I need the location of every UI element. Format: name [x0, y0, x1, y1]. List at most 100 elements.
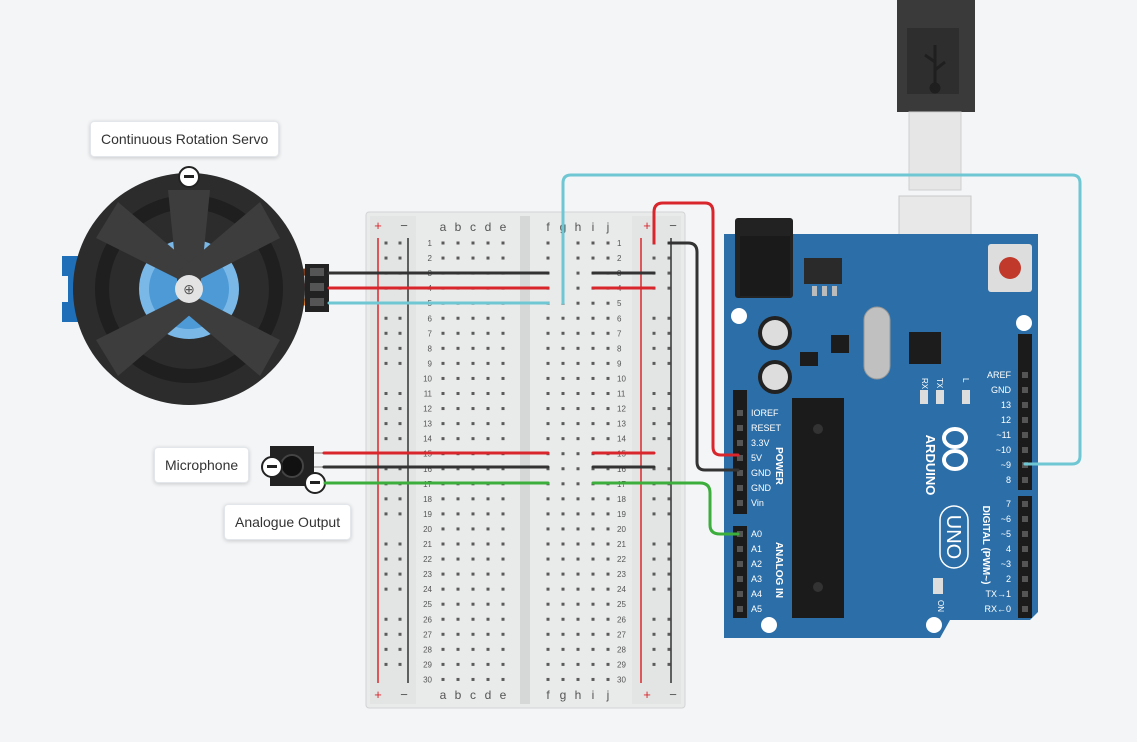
breadboard-hole[interactable] [486, 256, 490, 260]
breadboard-hole[interactable] [546, 241, 550, 245]
breadboard-hole[interactable] [606, 527, 610, 531]
breadboard-hole[interactable] [501, 587, 505, 591]
breadboard-hole[interactable] [486, 422, 490, 426]
rail-hole[interactable] [398, 617, 402, 621]
breadboard-hole[interactable] [546, 512, 550, 516]
breadboard-hole[interactable] [471, 662, 475, 666]
breadboard-hole[interactable] [576, 662, 580, 666]
breadboard-hole[interactable] [591, 662, 595, 666]
rail-hole[interactable] [398, 467, 402, 471]
breadboard-hole[interactable] [501, 557, 505, 561]
breadboard-hole[interactable] [486, 241, 490, 245]
breadboard-hole[interactable] [576, 376, 580, 380]
header-pin[interactable] [737, 455, 743, 461]
breadboard-hole[interactable] [576, 331, 580, 335]
breadboard-hole[interactable] [591, 422, 595, 426]
rail-hole[interactable] [398, 512, 402, 516]
breadboard-hole[interactable] [576, 497, 580, 501]
breadboard-hole[interactable] [606, 467, 610, 471]
rail-hole[interactable] [652, 497, 656, 501]
rail-hole[interactable] [652, 437, 656, 441]
header-pin[interactable] [1022, 432, 1028, 438]
breadboard-hole[interactable] [546, 331, 550, 335]
breadboard-hole[interactable] [591, 602, 595, 606]
breadboard-hole[interactable] [576, 557, 580, 561]
breadboard-hole[interactable] [546, 376, 550, 380]
rail-hole[interactable] [384, 467, 388, 471]
breadboard-hole[interactable] [576, 271, 580, 275]
breadboard-hole[interactable] [606, 241, 610, 245]
breadboard-hole[interactable] [606, 542, 610, 546]
rail-hole[interactable] [667, 647, 671, 651]
rail-hole[interactable] [652, 316, 656, 320]
header-pin[interactable] [737, 410, 743, 416]
breadboard-hole[interactable] [591, 256, 595, 260]
breadboard-hole[interactable] [501, 512, 505, 516]
breadboard-hole[interactable] [441, 647, 445, 651]
breadboard-hole[interactable] [441, 662, 445, 666]
breadboard-hole[interactable] [606, 677, 610, 681]
breadboard-hole[interactable] [561, 452, 565, 456]
rail-hole[interactable] [652, 331, 656, 335]
breadboard-hole[interactable] [546, 407, 550, 411]
rail-hole[interactable] [667, 271, 671, 275]
breadboard-hole[interactable] [456, 497, 460, 501]
rail-hole[interactable] [384, 346, 388, 350]
rail-hole[interactable] [667, 587, 671, 591]
breadboard-hole[interactable] [501, 542, 505, 546]
breadboard-hole[interactable] [606, 662, 610, 666]
breadboard-hole[interactable] [576, 542, 580, 546]
breadboard-hole[interactable] [591, 497, 595, 501]
breadboard-hole[interactable] [441, 407, 445, 411]
breadboard-hole[interactable] [471, 602, 475, 606]
rail-hole[interactable] [667, 256, 671, 260]
breadboard-hole[interactable] [606, 376, 610, 380]
breadboard-hole[interactable] [486, 316, 490, 320]
rail-hole[interactable] [667, 361, 671, 365]
breadboard-hole[interactable] [471, 587, 475, 591]
breadboard-hole[interactable] [441, 602, 445, 606]
breadboard-hole[interactable] [591, 241, 595, 245]
breadboard-hole[interactable] [546, 662, 550, 666]
breadboard-hole[interactable] [591, 407, 595, 411]
breadboard-hole[interactable] [576, 527, 580, 531]
breadboard-hole[interactable] [441, 392, 445, 395]
rail-hole[interactable] [398, 346, 402, 350]
breadboard-hole[interactable] [501, 497, 505, 501]
breadboard-hole[interactable] [456, 512, 460, 516]
breadboard-hole[interactable] [561, 407, 565, 411]
breadboard-hole[interactable] [486, 632, 490, 636]
breadboard-hole[interactable] [471, 572, 475, 576]
rail-hole[interactable] [667, 632, 671, 636]
breadboard-hole[interactable] [441, 346, 445, 350]
breadboard-hole[interactable] [606, 512, 610, 516]
breadboard-hole[interactable] [591, 632, 595, 636]
reset-button-icon[interactable] [999, 257, 1021, 279]
breadboard-hole[interactable] [501, 407, 505, 411]
header-pin[interactable] [1022, 477, 1028, 483]
breadboard-hole[interactable] [576, 572, 580, 576]
header-pin[interactable] [1022, 561, 1028, 567]
breadboard-hole[interactable] [576, 512, 580, 516]
breadboard-hole[interactable] [576, 392, 580, 395]
breadboard-hole[interactable] [501, 632, 505, 636]
analog-output-label[interactable]: Analogue Output [224, 504, 352, 540]
breadboard-hole[interactable] [546, 572, 550, 576]
breadboard-hole[interactable] [456, 602, 460, 606]
breadboard-hole[interactable] [591, 346, 595, 350]
breadboard-hole[interactable] [546, 316, 550, 320]
header-pin[interactable] [1022, 417, 1028, 423]
breadboard-hole[interactable] [546, 587, 550, 591]
breadboard-hole[interactable] [606, 407, 610, 411]
breadboard-hole[interactable] [471, 542, 475, 546]
breadboard-hole[interactable] [471, 346, 475, 350]
rail-hole[interactable] [652, 512, 656, 516]
breadboard-hole[interactable] [456, 647, 460, 651]
wire-analog-a0[interactable] [591, 481, 740, 536]
breadboard-hole[interactable] [486, 361, 490, 365]
breadboard-hole[interactable] [471, 361, 475, 365]
breadboard-hole[interactable] [561, 647, 565, 651]
rail-hole[interactable] [398, 316, 402, 320]
breadboard-hole[interactable] [546, 467, 550, 471]
